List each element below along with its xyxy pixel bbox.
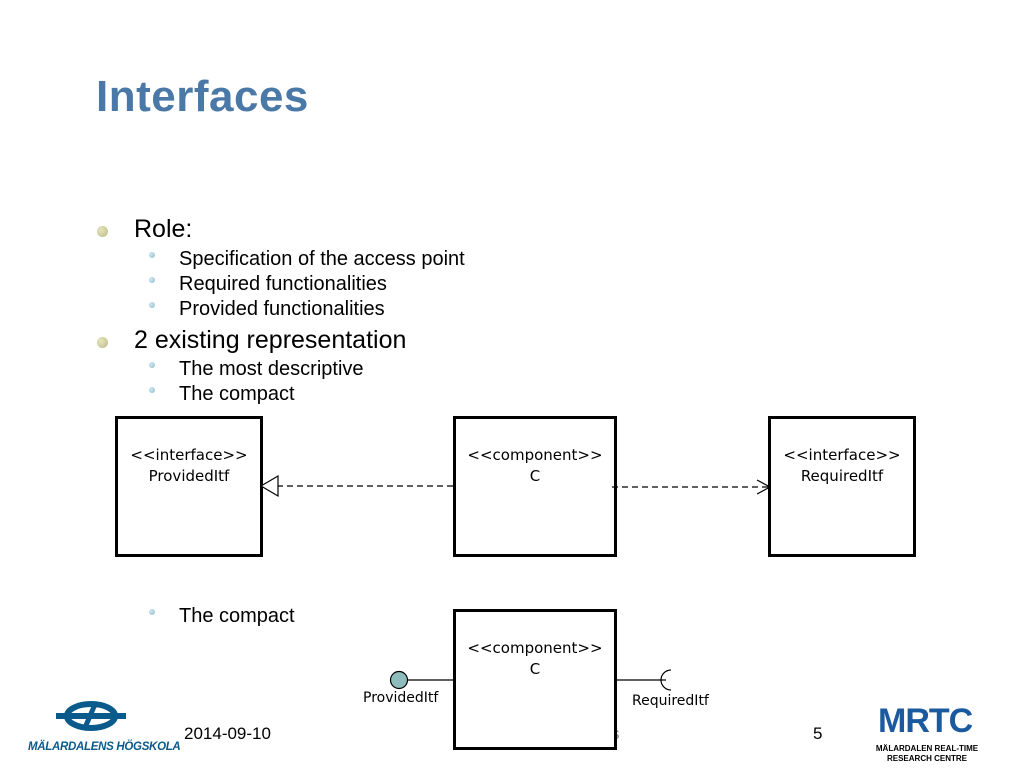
open-arrowhead bbox=[756, 479, 772, 495]
sub-bullet-dot bbox=[149, 277, 155, 283]
required-itf-label: RequiredItf bbox=[632, 693, 709, 709]
mrtc-logo-subtitle: MÄLARDALEN REAL-TIME RESEARCH CENTRE bbox=[868, 744, 986, 764]
page-number: 5 bbox=[813, 724, 823, 743]
sub-bullet-dot bbox=[149, 252, 155, 258]
sub-bullet-required: Required functionalities bbox=[179, 273, 387, 295]
bullet-dot bbox=[97, 226, 108, 237]
component-box: <<component>> C bbox=[453, 416, 617, 557]
mdh-logo-text: MÄLARDALENS HÖGSKOLA bbox=[28, 741, 181, 753]
stereotype-label: <<component>> bbox=[467, 639, 603, 657]
sub-bullet-dot bbox=[149, 609, 155, 615]
interface-name: ProvidedItf bbox=[148, 467, 230, 485]
sub-bullet-descriptive: The most descriptive bbox=[179, 358, 364, 380]
sub-bullet-provided: Provided functionalities bbox=[179, 298, 385, 320]
stereotype-label: <<interface>> bbox=[130, 446, 248, 464]
bullet-role: Role: bbox=[134, 215, 193, 243]
mdh-logo bbox=[56, 701, 126, 731]
provided-lollipop-icon bbox=[389, 670, 409, 690]
sub-bullet-dot bbox=[149, 302, 155, 308]
mrtc-subtitle-line2: RESEARCH CENTRE bbox=[886, 754, 967, 763]
sub-bullet-compact-2: The compact bbox=[179, 605, 295, 627]
mrtc-logo-text: MRTC bbox=[878, 702, 973, 740]
component-name: C bbox=[529, 660, 541, 678]
bullet-dot bbox=[97, 337, 108, 348]
component-name: C bbox=[529, 467, 541, 485]
compact-component-box: <<component>> C bbox=[453, 609, 617, 750]
slide-title: Interfaces bbox=[96, 72, 309, 121]
sub-bullet-dot bbox=[149, 362, 155, 368]
interface-name: RequiredItf bbox=[800, 467, 884, 485]
sub-bullet-access-point: Specification of the access point bbox=[179, 248, 465, 270]
mdh-logo-slash bbox=[81, 701, 99, 731]
provided-itf-label: ProvidedItf bbox=[363, 690, 439, 706]
sub-bullet-compact: The compact bbox=[179, 383, 295, 405]
footer-date: 2014-09-10 bbox=[184, 724, 271, 743]
mrtc-subtitle-line1: MÄLARDALEN REAL-TIME bbox=[875, 744, 979, 753]
required-socket-icon bbox=[660, 669, 672, 691]
bullet-representation: 2 existing representation bbox=[134, 326, 407, 354]
stereotype-label: <<component>> bbox=[467, 446, 603, 464]
sub-bullet-dot bbox=[149, 387, 155, 393]
hollow-triangle-arrowhead bbox=[259, 474, 279, 498]
stereotype-label: <<interface>> bbox=[783, 446, 901, 464]
